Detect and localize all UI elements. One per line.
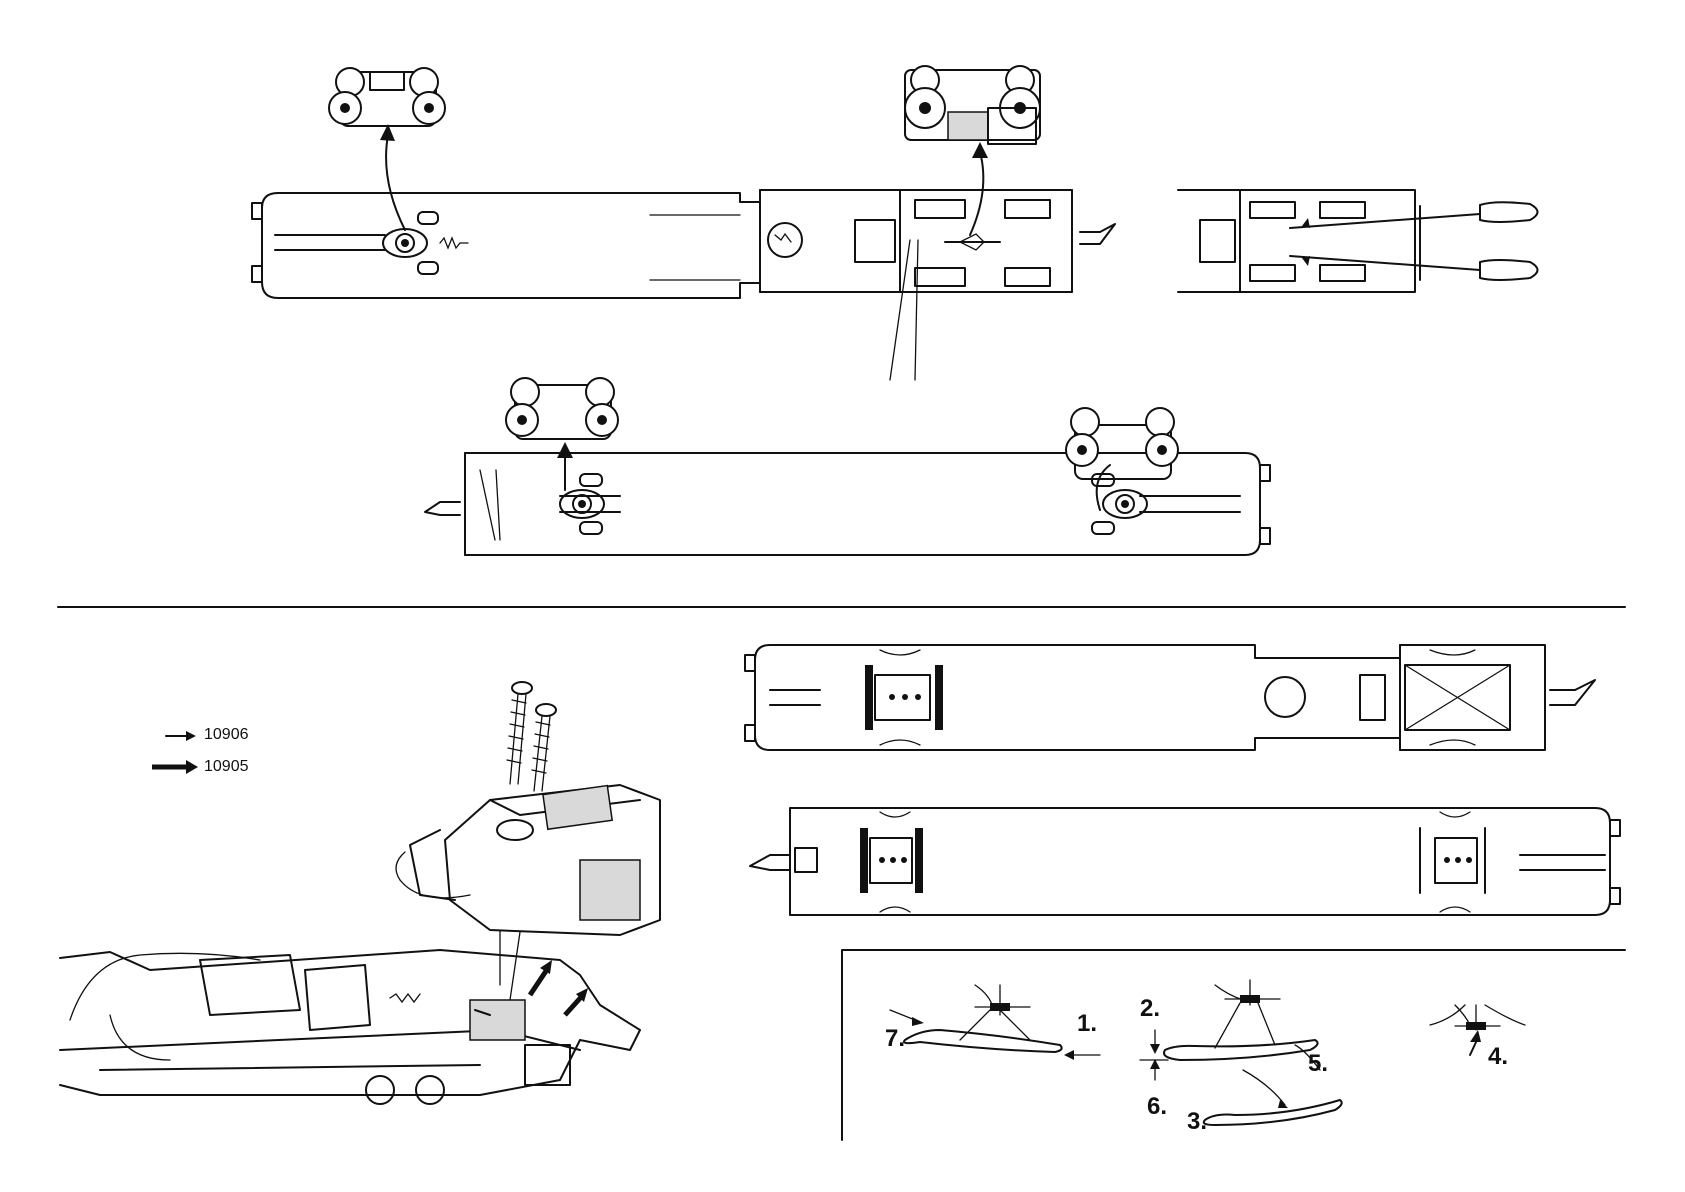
arrow-remove-bogie-2 xyxy=(970,152,983,235)
loco-underside-bottom-right-1 xyxy=(745,645,1595,750)
step-5: 5. xyxy=(1308,1050,1328,1078)
loco-underside-bottom-right-2 xyxy=(750,808,1620,915)
motor-bogie-top xyxy=(905,66,1040,144)
legend-label-10905: 10905 xyxy=(204,758,249,776)
chassis-bottom-left xyxy=(60,950,640,1104)
bogie-top-left xyxy=(329,68,445,126)
step-7: 7. xyxy=(885,1025,905,1053)
loco-underside-top-left xyxy=(252,190,1115,380)
bogie-middle-left xyxy=(506,378,618,439)
legend-label-10906: 10906 xyxy=(204,726,249,744)
step-2: 2. xyxy=(1140,995,1160,1023)
step-6: 6. xyxy=(1147,1093,1167,1121)
legend-arrows xyxy=(152,731,198,774)
loco-underside-middle xyxy=(425,453,1270,555)
arrow-remove-bogie-1 xyxy=(386,135,405,230)
loco-partial-top-right xyxy=(1178,190,1538,292)
screws xyxy=(507,682,556,791)
step-3: 3. xyxy=(1187,1108,1207,1136)
motor-block xyxy=(396,785,660,1000)
step-1: 1. xyxy=(1077,1010,1097,1038)
step-4: 4. xyxy=(1488,1043,1508,1071)
